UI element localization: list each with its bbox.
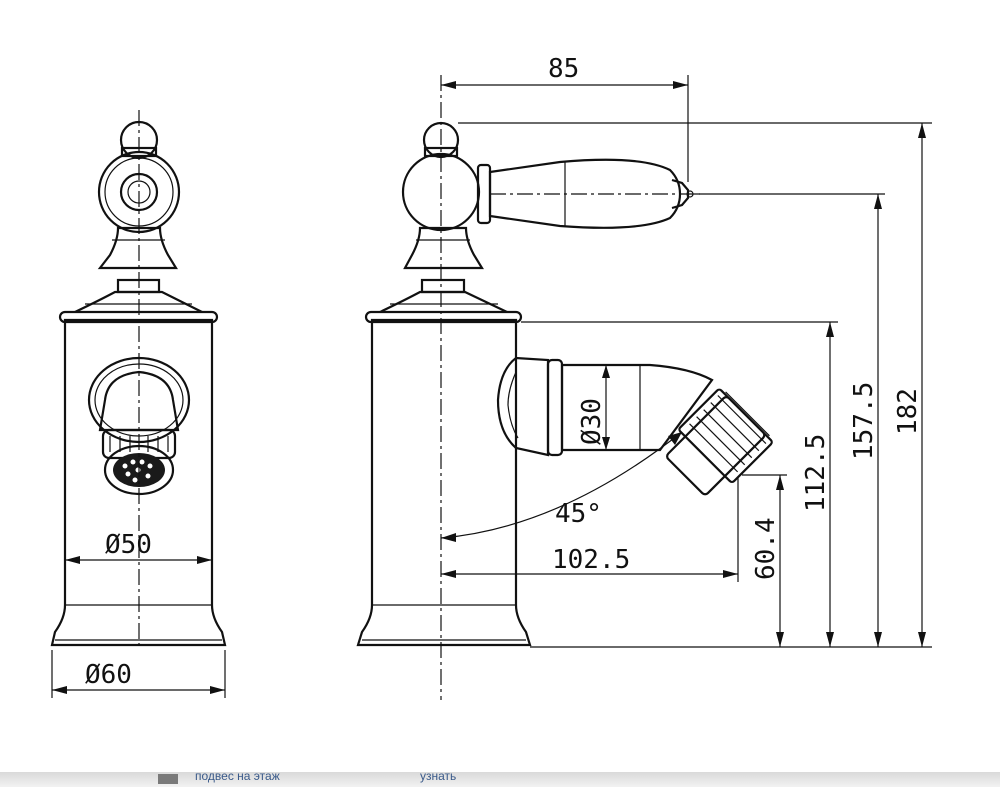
dim-top-width: 85 [548, 54, 579, 84]
dim-body-height: 112.5 [801, 434, 831, 512]
bottom-toolbar-strip: подвес на этаж узнать [0, 772, 1000, 787]
link-floor-mount[interactable]: подвес на этаж [195, 772, 280, 783]
dim-lever-height: 157.5 [849, 382, 879, 460]
link-learn-more[interactable]: узнать [420, 772, 457, 783]
dim-base-diameter: Ø60 [85, 660, 132, 690]
dim-spout-reach: 102.5 [552, 545, 630, 575]
dim-body-diameter: Ø50 [105, 530, 152, 560]
side-view [356, 75, 932, 700]
dim-total-height: 182 [893, 388, 923, 435]
dim-nozzle-height: 60.4 [751, 517, 781, 580]
dim-nozzle-angle: 45° [555, 499, 602, 529]
dim-nozzle-diameter: Ø30 [577, 398, 607, 445]
front-view [50, 110, 227, 698]
toolbar-button[interactable] [158, 774, 178, 784]
